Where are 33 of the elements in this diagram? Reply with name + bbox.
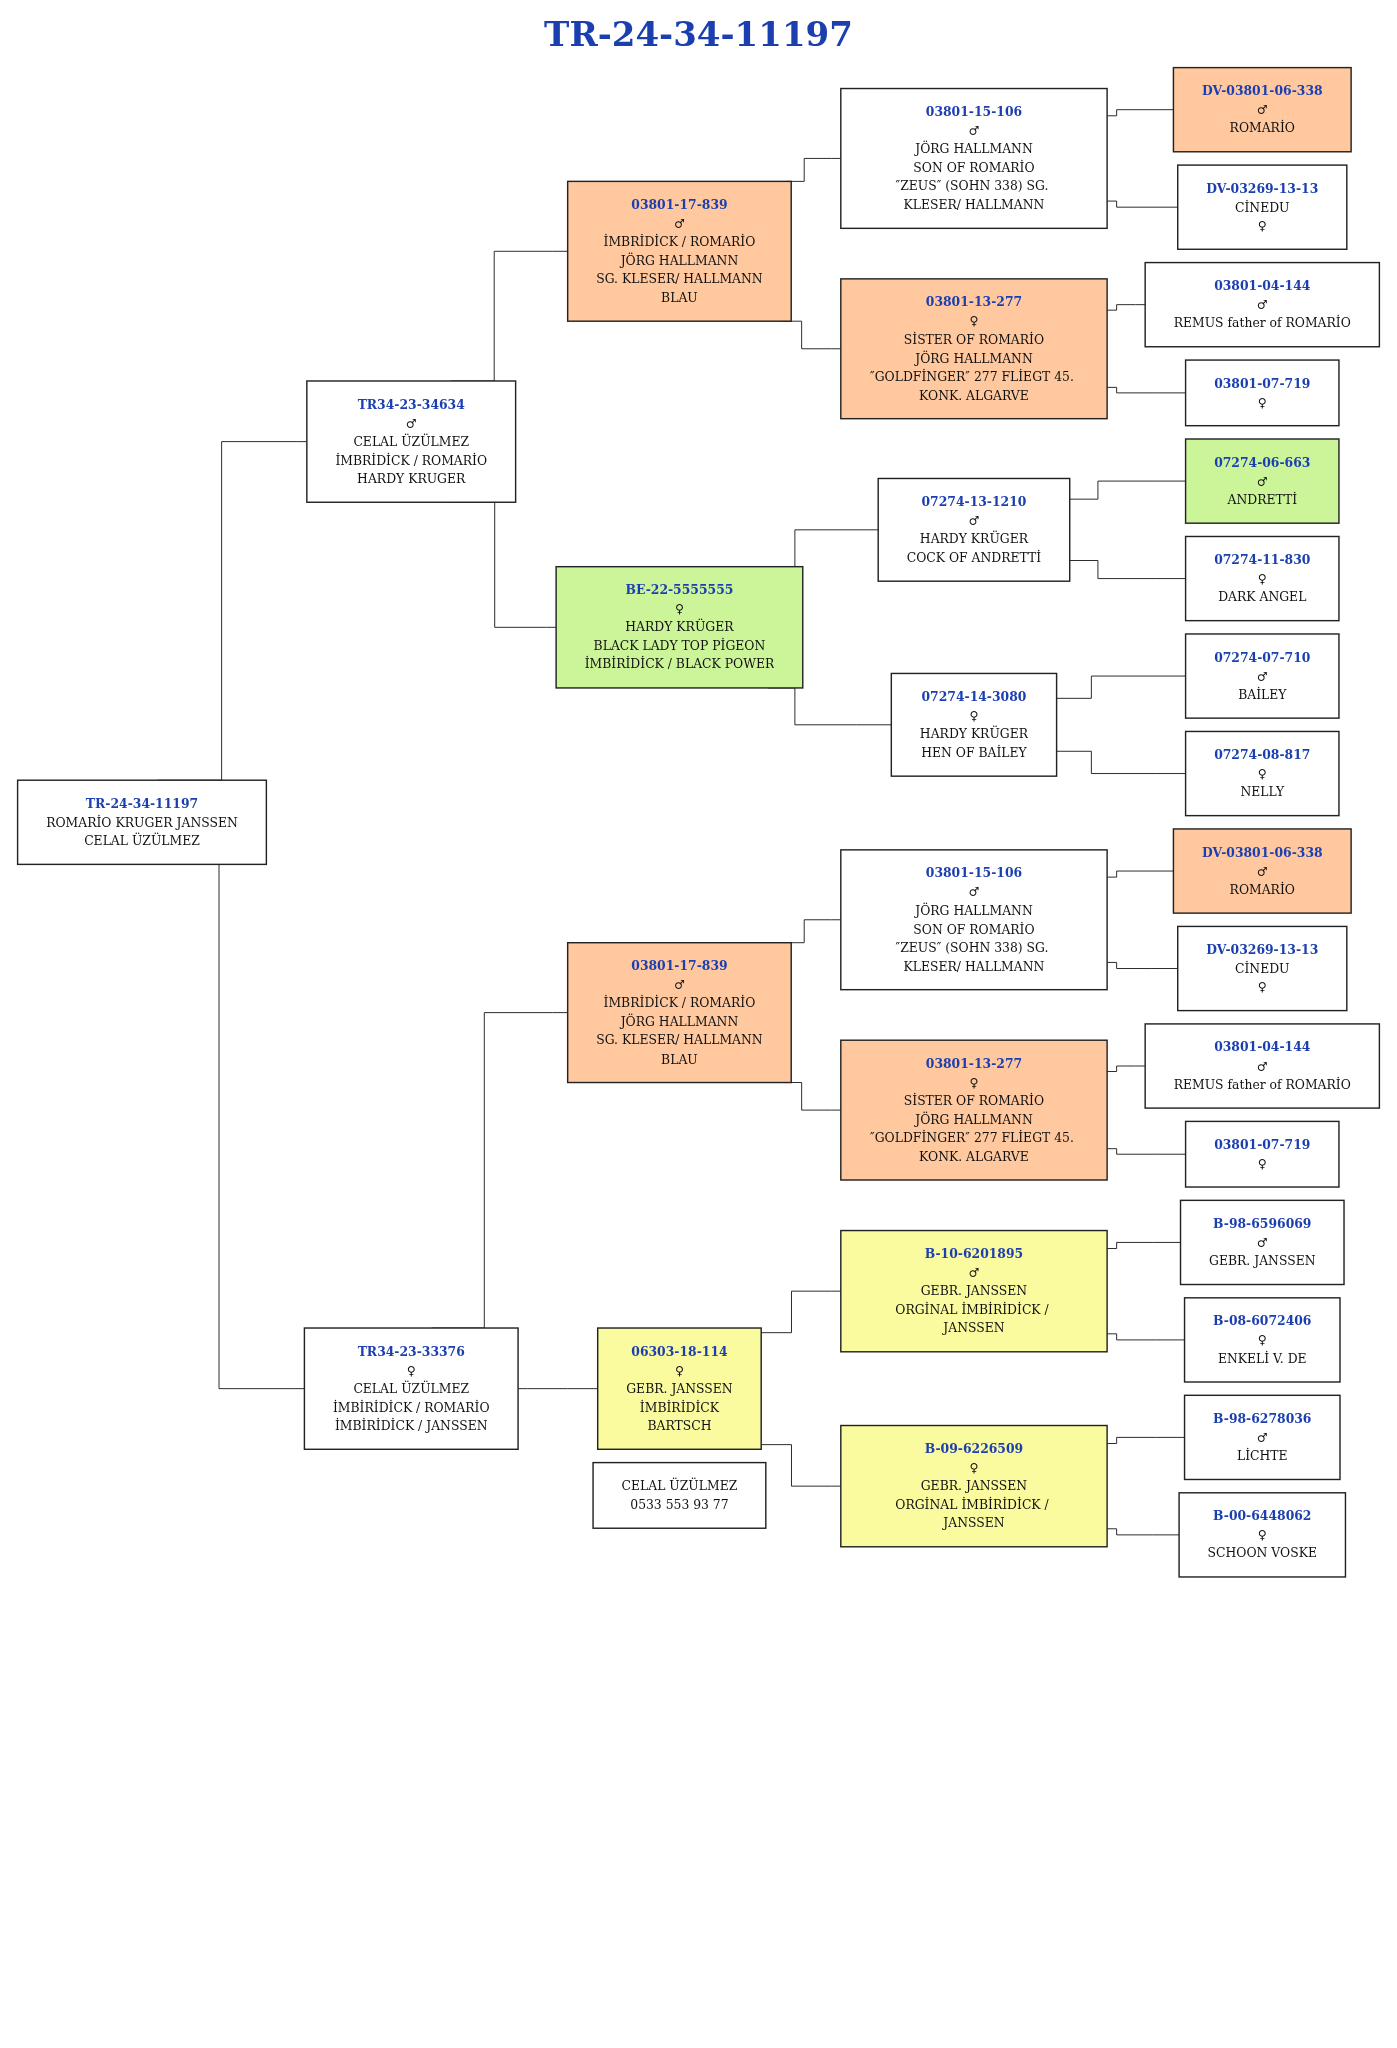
node-box: TR-24-34-11197 ROMARİO KRUGER JANSSEN CELAL ÜZÜLMEZ bbox=[16, 779, 268, 866]
node-box: 03801-07-719 ♀ bbox=[1184, 1120, 1340, 1188]
node-box: 03801-17-839 ♂ İMBRİDİCK / ROMARİO JÖRG HALLMANN SG. KLESER/ HALLMANN BLAU bbox=[566, 942, 792, 1084]
node-box: 07274-14-3080 ♀ HARDY KRÜGER HEN OF BAİLEY bbox=[890, 672, 1058, 777]
node-box: 07274-11-830 ♀ DARK ANGEL bbox=[1184, 535, 1340, 622]
node-box: TR34-23-34634 ♂ CELAL ÜZÜLMEZ İMBRİDİCK / ROMARİO HARDY KRUGER bbox=[306, 380, 517, 503]
node-box: 06303-18-114 ♀ GEBR. JANSSEN İMBİRİDİCK BARTSCH bbox=[596, 1327, 762, 1450]
node-box: 07274-06-663 ♂ ANDRETTİ bbox=[1184, 438, 1340, 524]
node-box: DV-03801-06-338 ♂ ROMARİO bbox=[1172, 828, 1352, 914]
node-box: 03801-15-106 ♂ JÖRG HALLMANN SON OF ROMARİO ″ZEUS″ (SOHN 338) SG. KLESER/ HALLMANN bbox=[840, 87, 1108, 230]
pedigree-title: TR-24-34-11197 bbox=[543, 14, 854, 54]
node-box: BE-22-5555555 ♀ HARDY KRÜGER BLACK LADY TOP PİGEON İMBİRİDİCK / BLACK POWER bbox=[555, 565, 804, 689]
node-box: 03801-13-277 ♀ SİSTER OF ROMARİO JÖRG HALLMANN ″GOLDFİNGER″ 277 FLİEGT 45. KONK. ALGARVE bbox=[840, 278, 1108, 420]
node-box: B-00-6448062 ♀ SCHOON VOSKE bbox=[1178, 1492, 1347, 1578]
node-box: DV-03269-13-13 CİNEDU ♀ bbox=[1177, 164, 1348, 250]
node-box: B-08-6072406 ♀ ENKELİ V. DE bbox=[1183, 1297, 1341, 1383]
node-box: B-98-6278036 ♂ LİCHTE bbox=[1183, 1394, 1341, 1481]
node-box: DV-03269-13-13 CİNEDU ♀ bbox=[1177, 925, 1348, 1012]
node-box: 03801-13-277 ♀ SİSTER OF ROMARİO JÖRG HALLMANN ″GOLDFİNGER″ 277 FLİEGT 45. KONK. ALGARVE bbox=[840, 1039, 1108, 1181]
node-box: 07274-08-817 ♀ NELLY bbox=[1184, 730, 1340, 817]
node-box: CELAL ÜZÜLMEZ 0533 553 93 77 bbox=[592, 1461, 767, 1529]
node-box: 03801-07-719 ♀ bbox=[1184, 359, 1340, 427]
node-box: DV-03801-06-338 ♂ ROMARİO bbox=[1172, 66, 1352, 153]
node-box: 03801-15-106 ♂ JÖRG HALLMANN SON OF ROMARİO ″ZEUS″ (SOHN 338) SG. KLESER/ HALLMANN bbox=[840, 849, 1108, 991]
node-box: 03801-04-144 ♂ REMUS father of ROMARİO bbox=[1144, 261, 1381, 348]
node-box: B-09-6226509 ♀ GEBR. JANSSEN ORGİNAL İMBİRİDİCK / JANSSEN bbox=[840, 1424, 1108, 1548]
node-box: 07274-07-710 ♂ BAİLEY bbox=[1184, 633, 1340, 719]
node-box: B-98-6596069 ♂ GEBR. JANSSEN bbox=[1179, 1199, 1345, 1286]
node-box: B-10-6201895 ♂ GEBR. JANSSEN ORGİNAL İMBİRİDİCK / JANSSEN bbox=[840, 1229, 1108, 1353]
node-box: 07274-13-1210 ♂ HARDY KRÜGER COCK OF ANDRETTİ bbox=[877, 477, 1071, 582]
node-box: 03801-04-144 ♂ REMUS father of ROMARİO bbox=[1144, 1023, 1381, 1109]
node-box: 03801-17-839 ♂ İMBRİDİCK / ROMARİO JÖRG HALLMANN SG. KLESER/ HALLMANN BLAU bbox=[566, 180, 792, 322]
node-box: TR34-23-33376 ♀ CELAL ÜZÜLMEZ İMBİRİDİCK / ROMARİO İMBİRİDİCK / JANSSEN bbox=[303, 1327, 519, 1450]
